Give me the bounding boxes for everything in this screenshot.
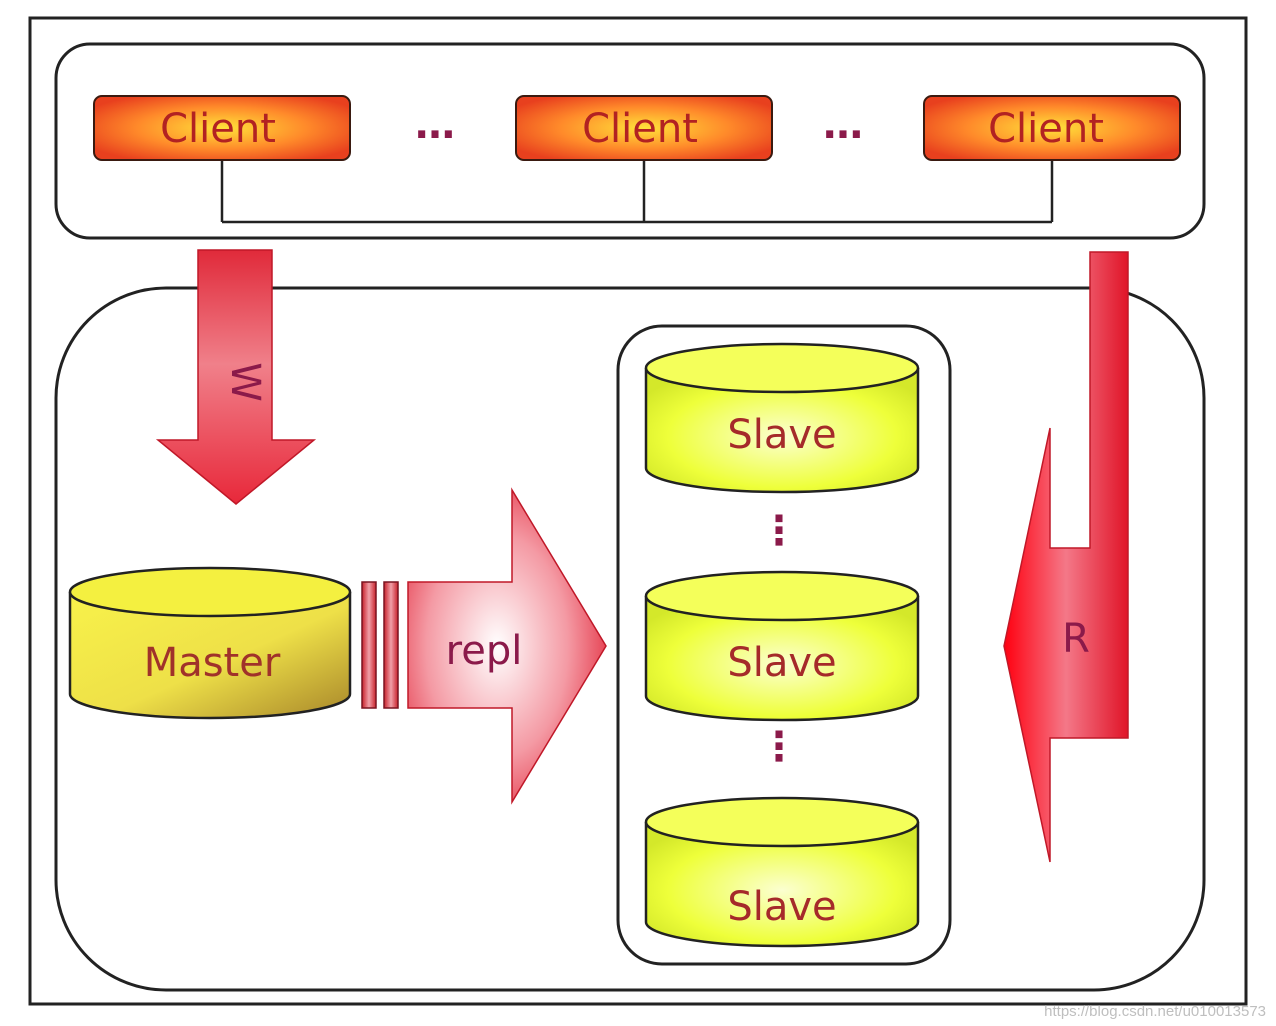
master-label: Master	[144, 640, 281, 686]
replication-arrow: repl	[407, 487, 607, 805]
read-arrow-label: R	[1062, 616, 1090, 662]
client-box: Client	[515, 95, 773, 161]
master-database: Master	[68, 566, 352, 720]
client-bus-lines	[220, 160, 1054, 224]
slave-ellipsis: ⋮	[759, 508, 805, 554]
replication-arrow-label: repl	[446, 628, 523, 674]
write-arrow-label: W	[222, 362, 268, 402]
client-ellipsis: …	[823, 102, 869, 148]
client-label: Client	[582, 106, 698, 152]
client-box: Client	[923, 95, 1181, 161]
write-arrow: W	[155, 249, 317, 505]
client-box: Client	[93, 95, 351, 161]
watermark-text: https://blog.csdn.net/u010013573	[1044, 1003, 1266, 1020]
slave-database: Slave	[644, 570, 920, 722]
client-label: Client	[988, 106, 1104, 152]
repl-bars	[361, 581, 399, 709]
read-arrow: R	[1003, 251, 1129, 863]
client-label: Client	[160, 106, 276, 152]
slave-database: Slave	[644, 342, 920, 494]
slave-label: Slave	[727, 884, 836, 930]
database-group-box	[54, 286, 1206, 992]
slave-label: Slave	[727, 412, 836, 458]
slave-ellipsis: ⋮	[759, 724, 805, 770]
slave-label: Slave	[727, 640, 836, 686]
slave-database: Slave	[644, 796, 920, 948]
client-ellipsis: …	[415, 102, 461, 148]
